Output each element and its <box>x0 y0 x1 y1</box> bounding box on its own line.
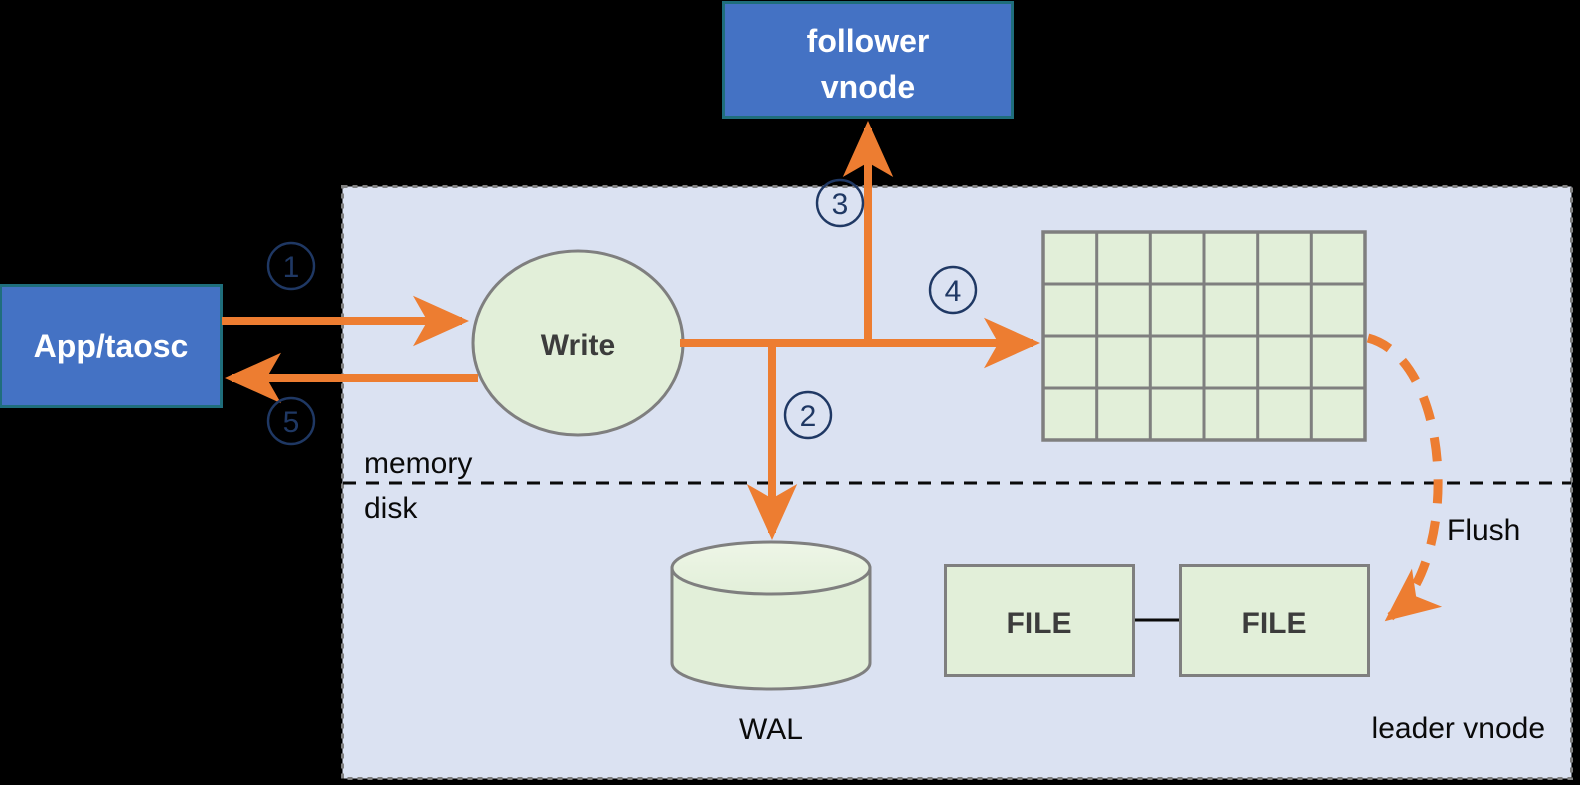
svg-text:2: 2 <box>800 400 817 433</box>
file-box-right[interactable] <box>1179 564 1370 677</box>
write-node-label: Write <box>541 329 615 362</box>
app-taosc-box[interactable] <box>0 284 223 408</box>
svg-text:1: 1 <box>283 251 300 284</box>
step-marker-3: 3 <box>815 178 865 228</box>
follower-vnode-label-line2: vnode <box>821 69 915 105</box>
leader-vnode-caption: leader vnode <box>1372 712 1545 745</box>
memory-label: memory <box>364 447 472 480</box>
follower-vnode-label-line1: follower <box>807 23 930 59</box>
file-box-left-label: FILE <box>1007 607 1072 640</box>
step-marker-5: 5 <box>266 396 316 446</box>
file-box-left[interactable] <box>944 564 1135 677</box>
memtable-grid[interactable] <box>1041 230 1367 442</box>
svg-text:3: 3 <box>832 188 849 221</box>
app-taosc-label: App/taosc <box>34 328 189 364</box>
wal-label: WAL <box>739 713 803 746</box>
step-marker-4: 4 <box>928 265 978 315</box>
svg-text:5: 5 <box>283 406 300 439</box>
step-marker-2: 2 <box>783 390 833 440</box>
disk-label: disk <box>364 492 418 525</box>
step-marker-1: 1 <box>266 241 316 291</box>
file-box-right-label: FILE <box>1242 607 1307 640</box>
wal-cylinder[interactable] <box>670 540 872 691</box>
svg-text:4: 4 <box>945 275 962 308</box>
follower-vnode-box[interactable] <box>722 1 1014 119</box>
flush-label: Flush <box>1447 514 1520 547</box>
